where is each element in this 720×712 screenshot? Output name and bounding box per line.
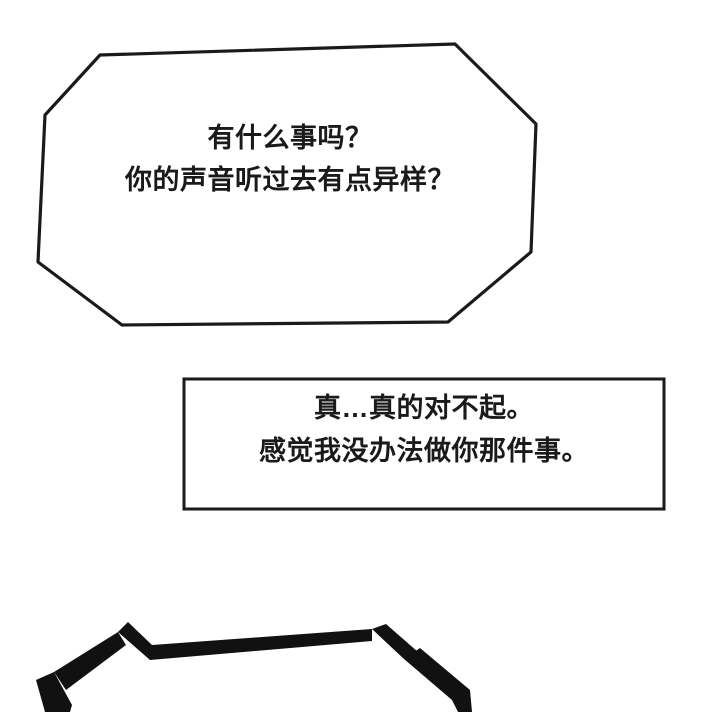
speech-bubble-octagon-text: 有什么事吗？ 你的声音听过去有点异样？ [125, 123, 455, 195]
speech-bubble-octagon-shape [36, 42, 538, 327]
speech-bubble-rectangle-shape [182, 377, 666, 511]
speech-bubble-rectangle-text: 真…真的对不起。 感觉我没办法做你那件事。 [259, 393, 589, 467]
hair-strand-brush-strokes [36, 622, 472, 712]
